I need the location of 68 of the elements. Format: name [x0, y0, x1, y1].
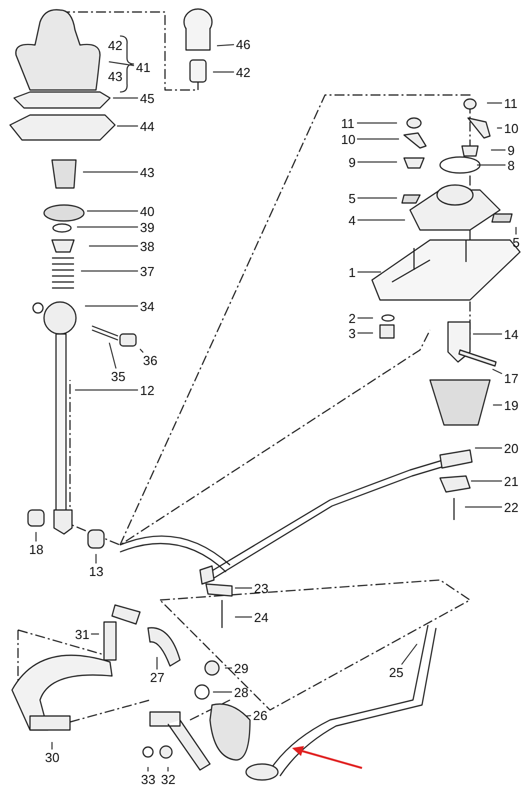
callout-number: 31: [74, 628, 90, 640]
leader-line: [234, 616, 252, 618]
callout-number: 2: [348, 312, 357, 324]
callout-number: 24: [253, 610, 270, 624]
leader-line: [356, 122, 398, 124]
callout-number: 5: [348, 192, 357, 204]
callout-number: 33: [140, 772, 156, 786]
callout-number: 38: [139, 240, 156, 252]
callout-number: 35: [110, 370, 126, 382]
callout-number: 43: [139, 166, 156, 178]
leader-line: [80, 270, 138, 272]
callout-number: 26: [252, 708, 268, 722]
callout-number: 11: [503, 96, 518, 110]
callout-number: 46: [235, 38, 252, 50]
callout-number: 20: [503, 442, 520, 454]
leader-line: [246, 715, 252, 716]
callout-number: 34: [139, 300, 156, 312]
leader-line: [464, 506, 502, 508]
leader-line: [470, 480, 502, 482]
callout-number: 19: [503, 398, 520, 412]
leader-line: [401, 644, 418, 665]
callout-number: 10: [503, 122, 520, 134]
leader-line: [86, 210, 138, 212]
leader-line: [486, 102, 502, 104]
callout-number: 37: [139, 264, 156, 278]
callout-number: 13: [88, 564, 104, 578]
callout-number: 22: [503, 500, 520, 514]
callout-number: 29: [233, 662, 250, 674]
callout-number: 10: [340, 132, 356, 146]
callout-number: 9: [506, 144, 516, 156]
callout-number: 23: [253, 582, 270, 594]
callout-number: 5: [512, 236, 521, 248]
callout-number: 40: [139, 204, 156, 218]
callout-number: 39: [139, 220, 156, 234]
callout-number: 28: [233, 686, 250, 698]
callout-number: 9: [348, 156, 357, 168]
part-number-label: 42: [107, 38, 124, 52]
leader-line: [492, 368, 502, 374]
leader-line: [476, 164, 506, 166]
leader-line: [156, 656, 158, 670]
callout-number: 4: [348, 214, 357, 226]
leader-line: [76, 226, 138, 228]
callout-number: 41: [135, 60, 152, 74]
callout-number: 14: [503, 328, 520, 340]
callout-number: 11: [340, 116, 356, 130]
callout-number: 17: [503, 372, 520, 384]
callout-number: 8: [506, 158, 516, 172]
callout-number: 3: [348, 326, 357, 340]
callout-number: 36: [142, 354, 158, 366]
leader-line: [108, 342, 116, 369]
leader-line: [140, 348, 144, 353]
callout-number: 25: [388, 666, 404, 678]
callout-number: 12: [139, 384, 156, 396]
callout-number: 1: [348, 266, 357, 278]
callout-number: 32: [160, 772, 176, 786]
callout-number: 42: [235, 66, 252, 78]
callout-number: 30: [44, 750, 60, 764]
leader-line: [492, 404, 502, 406]
callout-number: 27: [149, 670, 166, 684]
callout-number: 45: [139, 92, 156, 104]
part-number-label: 43: [107, 70, 124, 82]
callout-number: 21: [503, 474, 520, 488]
callout-number: 18: [28, 542, 44, 556]
leader-line: [216, 44, 234, 46]
leader-line: [108, 61, 134, 66]
callout-number: 44: [139, 120, 156, 132]
leader-line: [356, 138, 400, 140]
leader-line: [357, 332, 374, 334]
